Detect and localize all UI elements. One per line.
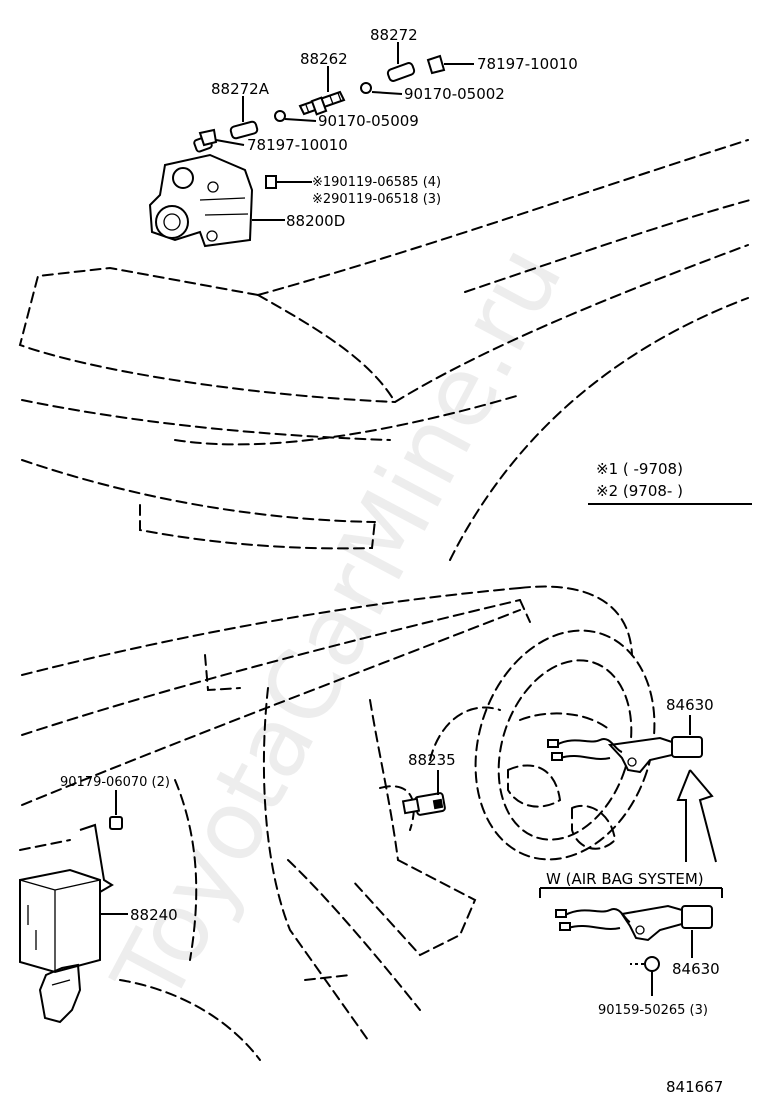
bushing-88272a	[229, 120, 259, 140]
watermark: ToyotaCarMine.ru	[91, 228, 584, 1022]
steering-wheel	[474, 629, 656, 861]
label-78197-10010-bottom: 78197-10010	[247, 136, 348, 154]
nut-90170-05002	[360, 82, 372, 94]
label-90159-50265: 90159-50265 (3)	[598, 1003, 708, 1018]
screw-icon	[630, 956, 660, 972]
leader-lines-top	[215, 42, 474, 221]
part-84630-lower	[555, 904, 713, 942]
notes-box: ※1 ( -9708) ※2 (9708- )	[588, 460, 752, 505]
note-2: ※2 (9708- )	[596, 482, 683, 500]
part-88235	[401, 792, 446, 816]
label-190119-06585: ※190119-06585 (4)	[312, 175, 441, 190]
label-88235: 88235	[408, 751, 456, 769]
nut-90170-05009	[274, 110, 286, 122]
dashboard-outline	[19, 585, 633, 1061]
part-88240	[19, 823, 114, 1024]
nut-90179-06070	[109, 816, 123, 830]
label-88240: 88240	[130, 906, 178, 924]
bushing-88272	[386, 62, 416, 82]
label-88272a: 88272A	[211, 80, 270, 98]
label-78197-10010-top: 78197-10010	[477, 55, 578, 73]
label-90170-05009: 90170-05009	[318, 112, 419, 130]
note-1: ※1 ( -9708)	[596, 460, 683, 478]
clip-78197-upper	[426, 54, 446, 75]
airbag-box-label: W (AIR BAG SYSTEM)	[546, 870, 704, 888]
airbag-system-box: W (AIR BAG SYSTEM)	[539, 870, 723, 898]
label-84630-lower: 84630	[672, 960, 720, 978]
part-88200d-assembly	[148, 54, 446, 248]
vehicle-front-outline	[18, 139, 751, 561]
part-labels: 88272 78197-10010 88262 90170-05002 8827…	[60, 26, 723, 1096]
bolt-icon	[265, 175, 290, 189]
label-90170-05002: 90170-05002	[404, 85, 505, 103]
label-84630-upper: 84630	[666, 696, 714, 714]
label-90179-06070: 90179-06070 (2)	[60, 775, 170, 790]
label-290119-06518: ※290119-06518 (3)	[312, 192, 441, 207]
label-88200d: 88200D	[286, 212, 345, 230]
label-88262: 88262	[300, 50, 348, 68]
clip-78197-lower	[198, 128, 218, 147]
label-88272: 88272	[370, 26, 418, 44]
part-84630-upper	[547, 736, 703, 774]
arrow-up-icon	[676, 769, 717, 863]
stud-88262	[298, 90, 346, 116]
diagram-number: 841667	[666, 1078, 723, 1096]
